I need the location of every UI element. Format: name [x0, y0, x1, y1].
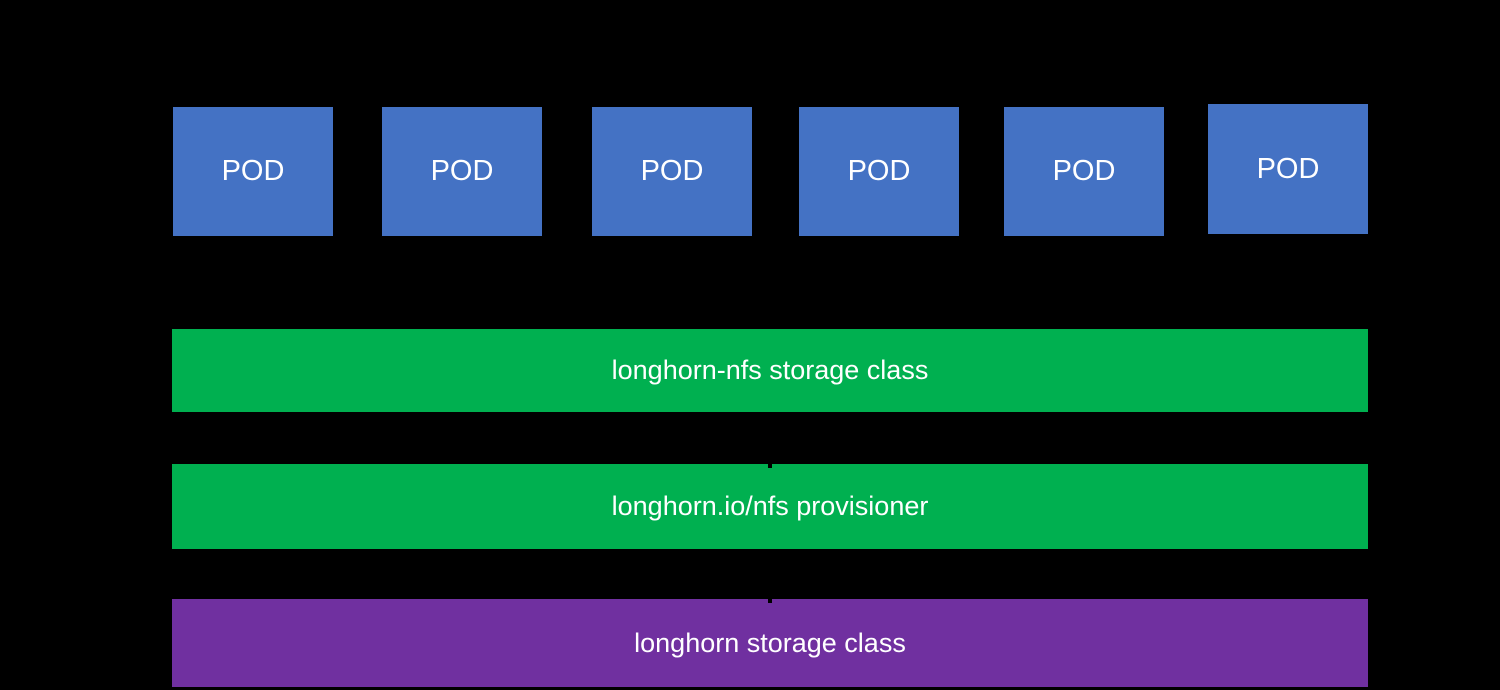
layer-nfs-storage-class: longhorn-nfs storage class — [172, 329, 1368, 412]
pod-box-3: POD — [592, 107, 752, 236]
pod-box-1: POD — [173, 107, 333, 236]
pod-label: POD — [640, 155, 704, 187]
pod-box-4: POD — [799, 107, 959, 236]
layer-label: longhorn.io/nfs provisioner — [611, 491, 929, 521]
layer-label: longhorn storage class — [634, 627, 906, 658]
pod-label: POD — [1256, 152, 1320, 185]
pod-box-5: POD — [1004, 107, 1164, 236]
layer-label: longhorn-nfs storage class — [611, 355, 929, 385]
layer-nfs-provisioner: longhorn.io/nfs provisioner — [172, 464, 1368, 549]
pod-label: POD — [221, 155, 285, 187]
pod-label: POD — [847, 155, 911, 187]
pod-label: POD — [1052, 155, 1116, 187]
layer-longhorn-storage-class: longhorn storage class — [172, 599, 1368, 687]
pod-label: POD — [430, 155, 494, 187]
pod-box-2: POD — [382, 107, 542, 236]
pod-box-6: POD — [1208, 104, 1368, 234]
